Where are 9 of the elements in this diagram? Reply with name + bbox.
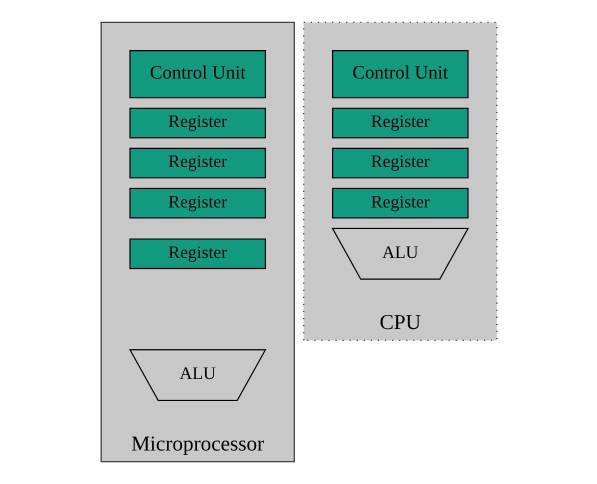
node-box: Register (128, 238, 266, 270)
node-box: Register (128, 108, 266, 138)
node-box: Register (128, 148, 266, 178)
node-box: Control Unit (128, 50, 266, 98)
node-box: Register (128, 188, 266, 218)
node-box: Register (331, 108, 468, 138)
node-box: Control Unit (331, 50, 468, 98)
node-box: Register (331, 148, 468, 178)
node-box: Register (331, 188, 468, 218)
